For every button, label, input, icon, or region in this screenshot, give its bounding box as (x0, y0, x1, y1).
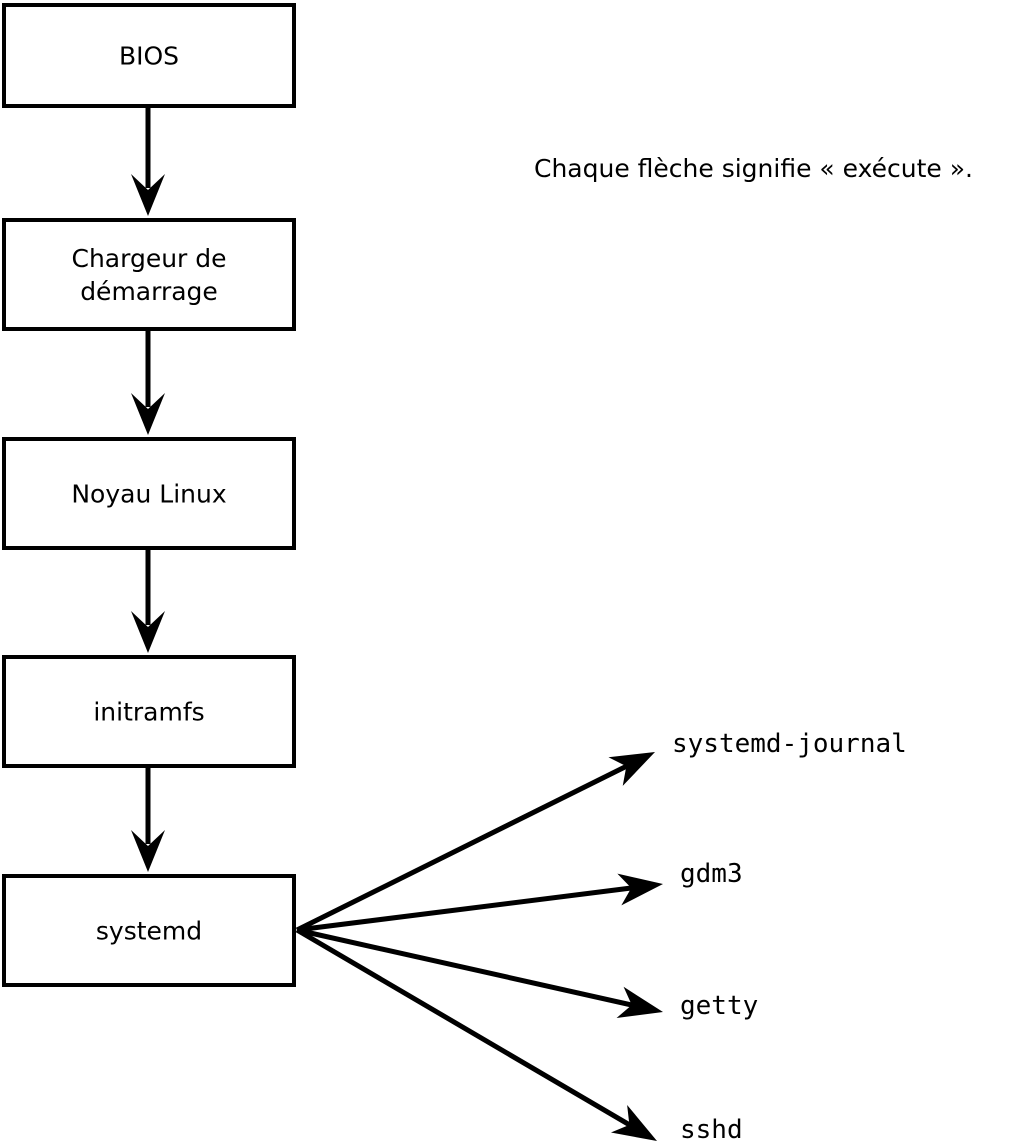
chain-arrow-head (131, 830, 165, 872)
service-arrow-shaft (295, 927, 635, 1129)
stage-box-bios[interactable]: BIOS (2, 3, 296, 108)
stage-label-systemd: systemd (96, 917, 202, 946)
stage-box-outline-bootloader (2, 218, 296, 331)
stage-box-outline-systemd (2, 874, 296, 987)
service-arrow-shaft (296, 885, 636, 933)
chain-arrow-head (131, 393, 165, 435)
stage-label-bootloader: Chargeur de (71, 244, 226, 273)
service-label-sshd: sshd (680, 1115, 743, 1144)
service-arrow-head (608, 752, 655, 786)
service-arrow-head (617, 873, 663, 906)
fanout-arrow-group (295, 752, 663, 1141)
chain-arrow-bios-to-bootloader (131, 108, 165, 216)
service-arrow-shaft (296, 927, 637, 1009)
service-arrow-sshd (295, 927, 657, 1141)
stage-label-kernel: Noyau Linux (71, 480, 226, 509)
arrow-legend-note: Chaque flèche signifie « exécute ». (534, 154, 973, 183)
stage-label-initramfs: initramfs (93, 698, 204, 727)
stage-label-bootloader: démarrage (80, 277, 218, 306)
stage-box-bootloader[interactable]: Chargeur de démarrage (2, 218, 296, 331)
chain-arrow-bootloader-to-kernel (131, 331, 165, 435)
service-label-getty: getty (680, 991, 758, 1021)
stage-box-outline-kernel (2, 437, 296, 550)
stage-box-outline-initramfs (2, 655, 296, 768)
chain-arrow-group (131, 108, 165, 872)
chain-arrow-head (131, 611, 165, 653)
chain-arrow-initramfs-to-systemd (131, 768, 165, 872)
stage-label-bios: BIOS (119, 42, 179, 71)
service-arrow-shaft (295, 762, 632, 933)
service-label-gdm3: gdm3 (680, 859, 743, 889)
stage-box-kernel[interactable]: Noyau Linux (2, 437, 296, 550)
stage-box-initramfs[interactable]: initramfs (2, 655, 296, 768)
service-arrow-head (610, 1104, 657, 1141)
service-label-systemd-journal: systemd-journal (672, 729, 907, 759)
service-arrow-getty (296, 927, 663, 1018)
service-arrow-gdm3 (296, 873, 663, 933)
stage-box-systemd[interactable]: systemd (2, 874, 296, 987)
chain-arrow-head (131, 174, 165, 216)
chain-arrow-kernel-to-initramfs (131, 550, 165, 653)
service-label-group: systemd-journal gdm3 getty sshd (672, 729, 907, 1144)
service-arrow-head (616, 986, 663, 1018)
service-arrow-systemd-journal (295, 752, 655, 933)
stage-box-outline-bios (2, 3, 296, 108)
